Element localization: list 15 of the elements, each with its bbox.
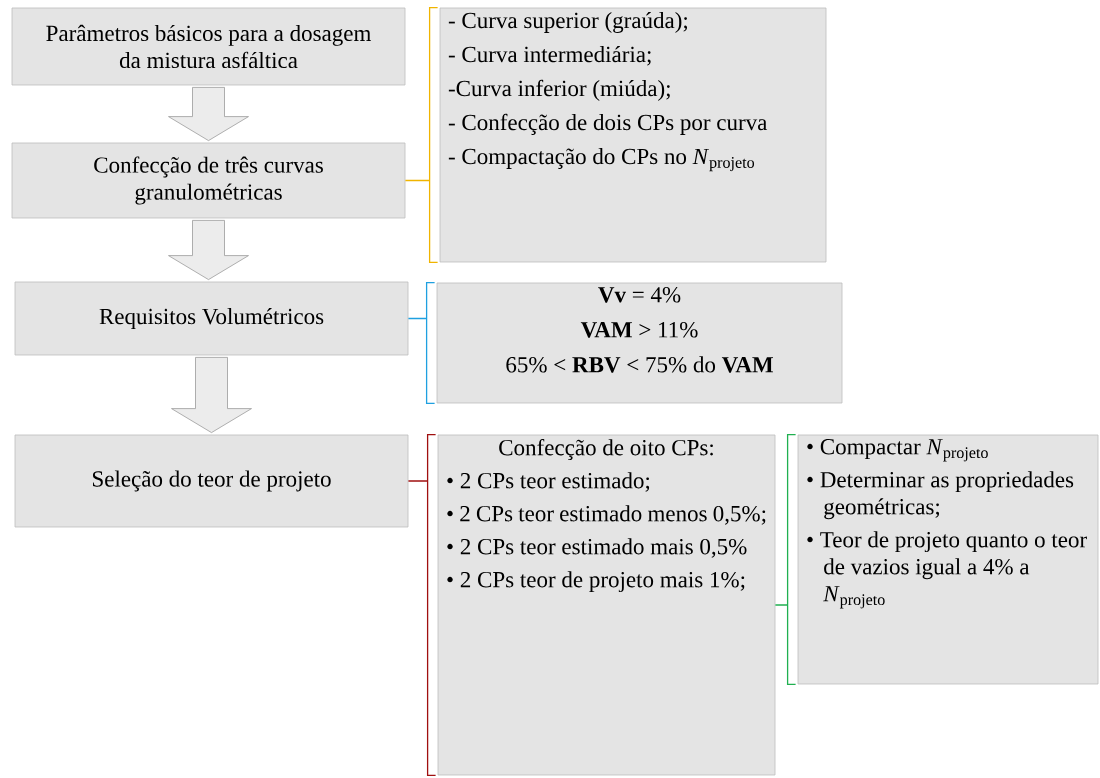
note-box: Vv = 4% VAM > 11% 65% < RBV < 75% do VAM xyxy=(436,282,843,404)
bracket xyxy=(407,281,436,405)
down-arrow xyxy=(171,357,252,433)
note-box: • Compactar N$_{projeto}$ • Determinar as propriedades geométricas; • Teor de projeto quanto o teor de vazios igual a 4% a N$_{projeto}$ xyxy=(797,434,1099,685)
process-box: Parâmetros básicos para a dosagem da mistura asfáltica xyxy=(11,7,406,86)
note-box: - Curva superior (graúda); - Curva intermediária; -Curva inferior (miúda); - Confecção de dois CPs por curva - Compactação do CPs no N$_{projeto}$ xyxy=(439,7,827,263)
bracket xyxy=(774,433,797,686)
bracket xyxy=(407,433,437,777)
down-arrow xyxy=(168,87,249,141)
process-box: Seleção do teor de projeto xyxy=(14,434,409,528)
process-box: Requisitos Volumétricos xyxy=(14,281,409,356)
bracket xyxy=(404,6,439,264)
down-arrow xyxy=(168,220,249,280)
process-box: Confecção de três curvas granulométricas xyxy=(11,142,406,219)
note-box: Confecção de oito CPs: • 2 CPs teor estimado; • 2 CPs teor estimado menos 0,5%; • 2 CPs teor estimado mais 0,5% • 2 CPs teor de projeto mais 1%; xyxy=(437,434,776,776)
